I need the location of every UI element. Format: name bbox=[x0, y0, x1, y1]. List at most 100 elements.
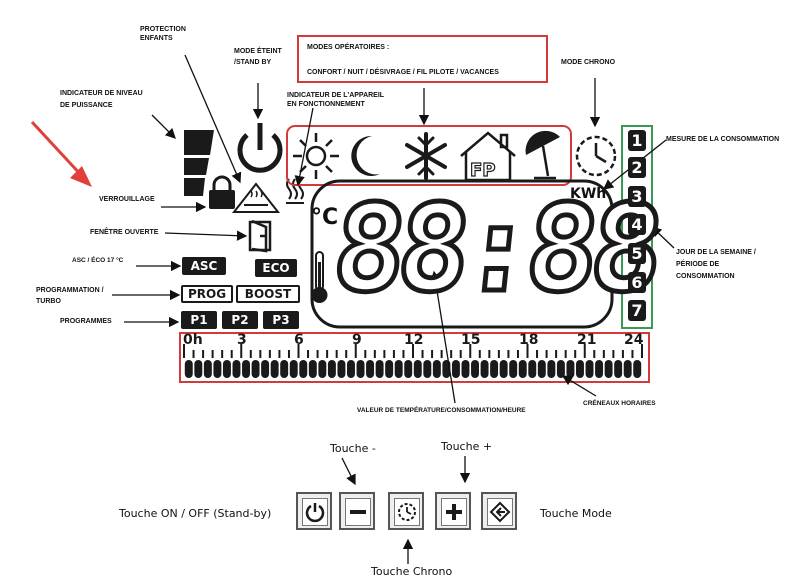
minus-icon bbox=[350, 510, 366, 514]
moon-icon bbox=[351, 135, 380, 176]
window-open-icon bbox=[248, 219, 272, 253]
plus-icon bbox=[446, 504, 462, 520]
time-slot bbox=[633, 360, 642, 378]
time-slot bbox=[490, 360, 499, 378]
time-slot bbox=[280, 360, 289, 378]
label-jour-semaine: JOUR DE LA SEMAINE / PÉRIODE DE CONSOMMA… bbox=[676, 249, 756, 280]
key-chrono-label: Touche Chrono bbox=[371, 565, 453, 578]
key-minus-label: Touche - bbox=[330, 442, 376, 455]
time-slot bbox=[566, 360, 575, 378]
hour-label-18: 18 bbox=[519, 332, 539, 348]
thermometer-icon bbox=[311, 251, 328, 303]
program-p2-badge: P2 bbox=[222, 311, 258, 329]
time-slot bbox=[451, 360, 460, 378]
label-mesure-consommation: MESURE DE LA CONSOMMATION bbox=[666, 136, 780, 143]
lock-icon bbox=[209, 175, 235, 209]
minus-button-face bbox=[345, 498, 371, 526]
power-icon bbox=[305, 503, 325, 523]
timeslot-frame bbox=[179, 332, 650, 383]
red-arrow-icon bbox=[30, 120, 92, 187]
plus-button-face bbox=[441, 498, 467, 526]
onoff-button-face bbox=[302, 498, 328, 526]
time-slot bbox=[461, 360, 470, 378]
hour-label-6: 6 bbox=[294, 332, 304, 348]
time-slot bbox=[356, 360, 365, 378]
chrono-icon bbox=[398, 503, 416, 521]
label-niveau-puissance: INDICATEUR DE NIVEAU DE PUISSANCE bbox=[60, 90, 143, 109]
time-slot bbox=[261, 360, 270, 378]
label-protection-enfants: PROTECTION ENFANTS bbox=[140, 26, 186, 42]
eco-badge: ECO bbox=[255, 259, 297, 277]
hour-label-0: 0h bbox=[183, 332, 203, 348]
onoff-button[interactable] bbox=[296, 492, 332, 530]
key-mode-label: Touche Mode bbox=[540, 507, 612, 520]
modes-box-subtitle: CONFORT / NUIT / DÉSIVRAGE / FIL PILOTE … bbox=[307, 69, 499, 76]
time-slot bbox=[299, 360, 308, 378]
label-mode-chrono: MODE CHRONO bbox=[561, 59, 616, 66]
time-slot bbox=[375, 360, 384, 378]
modes-box: MODES OPÉRATOIRES : CONFORT / NUIT / DÉS… bbox=[297, 35, 548, 83]
chrono-icon bbox=[575, 135, 617, 177]
modes-box-title: MODES OPÉRATOIRES : bbox=[307, 44, 390, 51]
day-4: 4 bbox=[628, 214, 646, 235]
day-7: 7 bbox=[628, 300, 646, 321]
time-slot bbox=[423, 360, 432, 378]
time-slot bbox=[499, 360, 508, 378]
modes-highlight bbox=[286, 125, 572, 186]
label-indicateur-fonctionnement: INDICATEUR DE L'APPAREIL EN FONCTIONNEME… bbox=[287, 92, 384, 108]
day-2: 2 bbox=[628, 157, 646, 178]
minus-button[interactable] bbox=[339, 492, 375, 530]
label-valeur-temperature: VALEUR DE TEMPÉRATURE/CONSOMMATION/HEURE bbox=[357, 407, 526, 414]
label-programmation-turbo: PROGRAMMATION / TURBO bbox=[36, 287, 104, 305]
time-slot bbox=[509, 360, 518, 378]
boost-badge: BOOST bbox=[236, 285, 300, 303]
child-protection-icon bbox=[231, 182, 281, 213]
day-1: 1 bbox=[628, 130, 646, 151]
hour-label-24: 24 bbox=[624, 332, 644, 348]
label-mode-eteint: MODE ÉTEINT /STAND BY bbox=[234, 48, 282, 66]
time-slot bbox=[576, 360, 584, 378]
time-slot bbox=[251, 360, 260, 378]
time-slot bbox=[585, 360, 594, 378]
program-p3-badge: P3 bbox=[263, 311, 299, 329]
time-slot bbox=[432, 360, 441, 378]
label-programmes: PROGRAMMES bbox=[60, 318, 112, 325]
mode-icon bbox=[489, 501, 511, 523]
chrono-button-face bbox=[394, 498, 420, 526]
time-slot bbox=[614, 360, 623, 378]
time-slot bbox=[528, 360, 537, 378]
time-slot bbox=[518, 360, 527, 378]
lcd-digits: 88:88 bbox=[324, 178, 665, 322]
mode-button-face bbox=[487, 498, 513, 526]
key-plus-label: Touche + bbox=[441, 440, 493, 453]
power-level-icon bbox=[184, 130, 214, 196]
fp-text: FP bbox=[470, 160, 496, 181]
time-slot bbox=[213, 360, 222, 378]
time-slot bbox=[366, 360, 375, 378]
time-slot bbox=[184, 360, 193, 378]
time-slot bbox=[394, 360, 403, 378]
time-slot bbox=[289, 360, 298, 378]
time-slot bbox=[404, 360, 413, 378]
hour-label-3: 3 bbox=[237, 332, 247, 348]
ruler-ticks bbox=[183, 344, 643, 358]
time-slot bbox=[547, 360, 556, 378]
power-icon bbox=[237, 123, 283, 173]
chrono-button[interactable] bbox=[388, 492, 424, 530]
time-slot bbox=[194, 360, 203, 378]
asc-badge: ASC bbox=[182, 257, 226, 275]
label-creneaux-horaires: CRÉNEAUX HORAIRES bbox=[583, 400, 656, 407]
time-slot bbox=[623, 360, 632, 378]
time-slot bbox=[318, 360, 327, 378]
snowflake-icon bbox=[405, 132, 447, 180]
label-verrouillage: VERROUILLAGE bbox=[99, 196, 155, 203]
time-slot bbox=[242, 360, 250, 378]
hour-label-12: 12 bbox=[404, 332, 424, 348]
time-slot bbox=[556, 360, 565, 378]
plus-button[interactable] bbox=[435, 492, 471, 530]
time-slot bbox=[270, 360, 279, 378]
time-slot bbox=[595, 360, 604, 378]
label-fenetre-ouverte: FENÊTRE OUVERTE bbox=[90, 229, 159, 236]
mode-button[interactable] bbox=[481, 492, 517, 530]
